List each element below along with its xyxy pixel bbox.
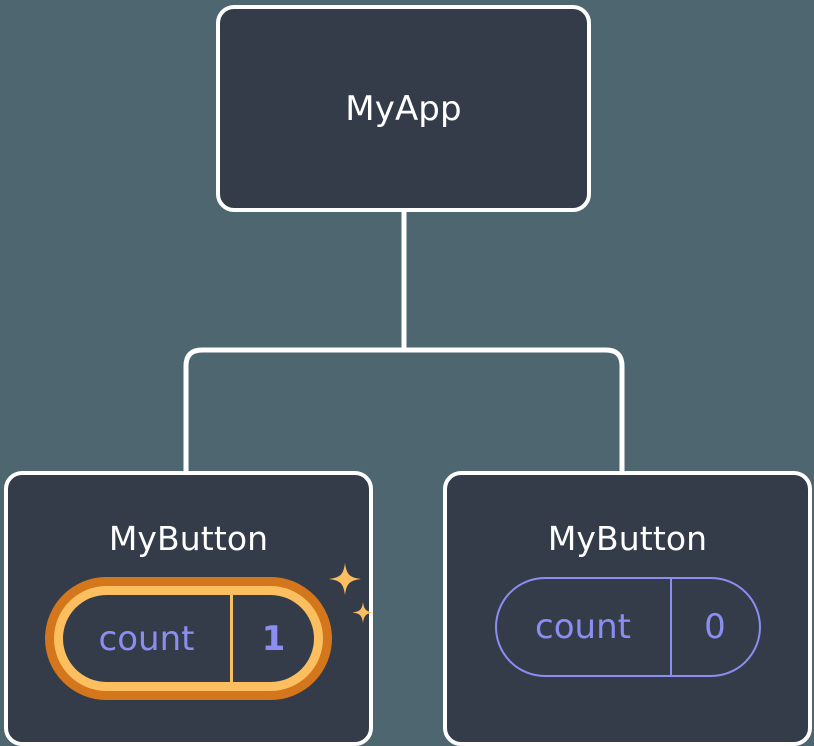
state-pill-wrapper: count 0 [494, 577, 761, 677]
sparkle-large-icon [329, 563, 361, 595]
state-pill-key: count [63, 595, 233, 682]
state-pill[interactable]: count 0 [494, 577, 761, 677]
state-pill-value: 1 [261, 618, 286, 659]
state-pill[interactable]: count 1 [63, 595, 314, 682]
state-pill-highlight-ring-outer: count 1 [45, 577, 332, 700]
component-node-title: MyApp [345, 88, 462, 129]
connector-bus [183, 347, 625, 471]
state-pill-value: 0 [704, 607, 726, 647]
component-node-myapp[interactable]: MyApp [216, 5, 591, 212]
state-pill-wrapper: count 1 [45, 563, 374, 700]
state-pill-highlight-ring-inner: count 1 [54, 586, 323, 691]
component-node-title: MyButton [547, 519, 708, 558]
component-node-title: MyButton [108, 519, 269, 558]
component-node-mybutton-right[interactable]: MyButton count 0 [443, 471, 812, 746]
component-node-mybutton-left[interactable]: MyButton count 1 [4, 471, 374, 746]
state-pill-key: count [497, 579, 672, 675]
sparkle-small-icon [352, 602, 374, 623]
